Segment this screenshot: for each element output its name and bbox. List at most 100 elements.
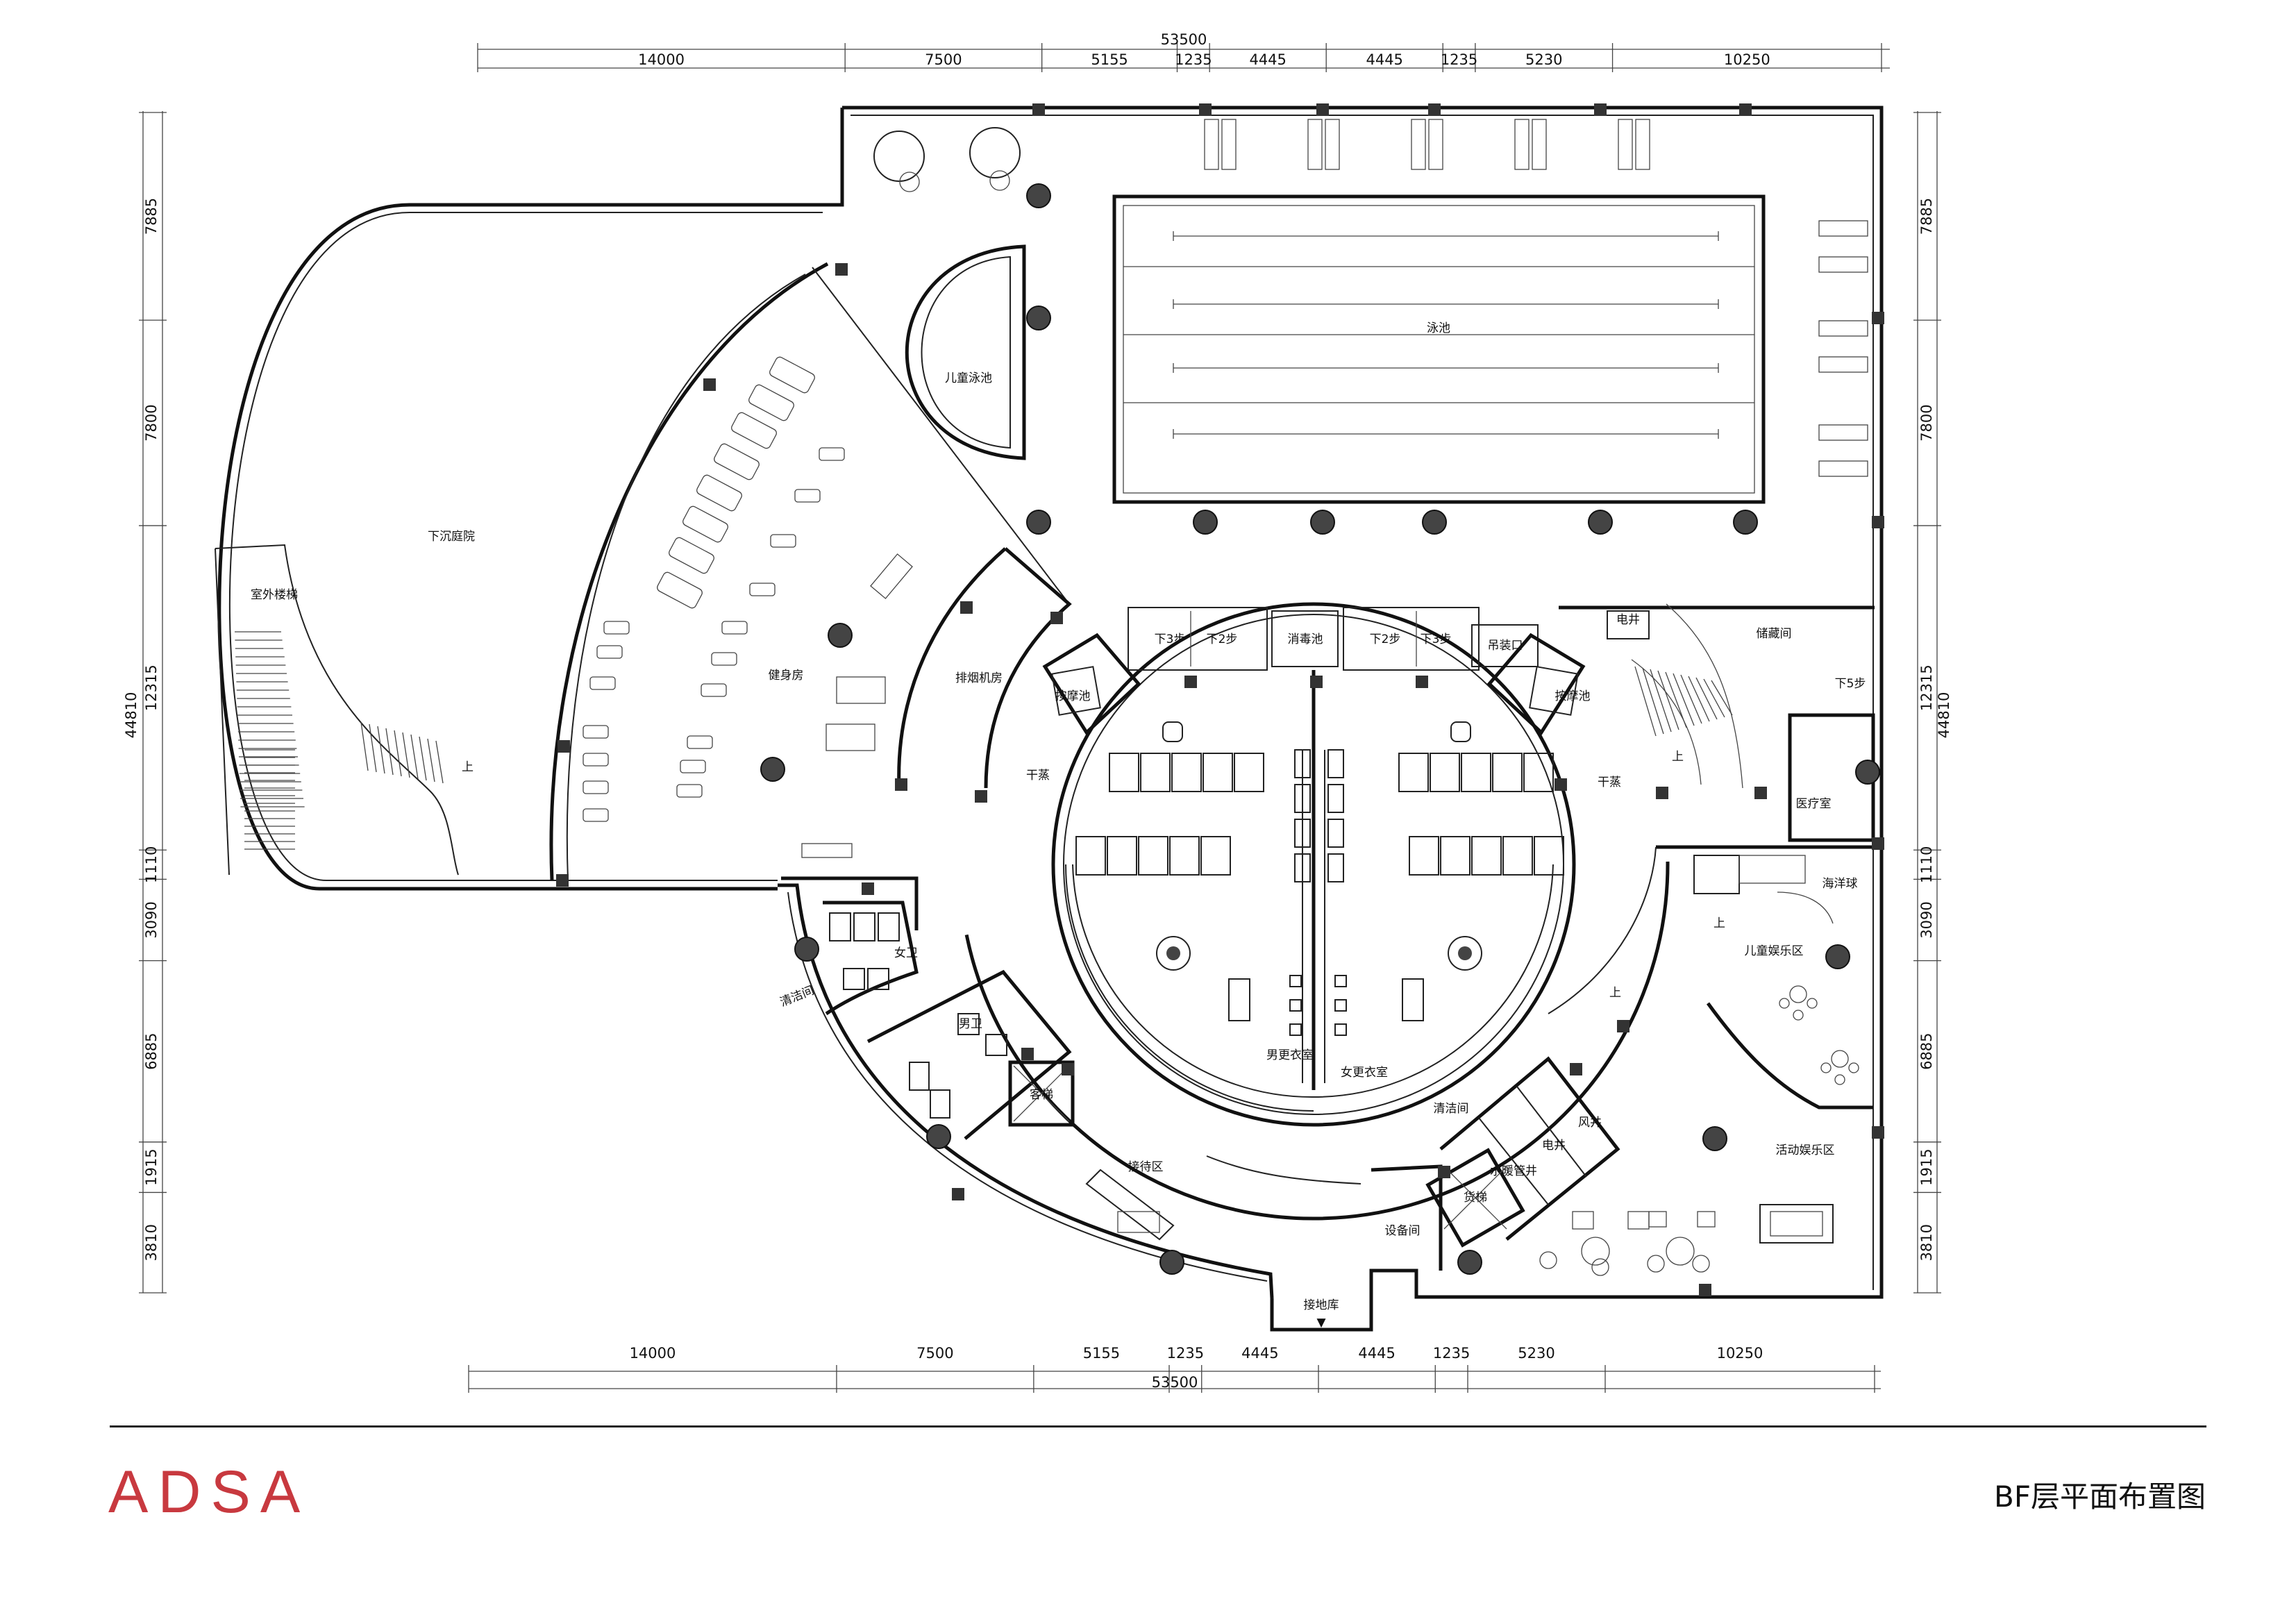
dim-bottom-segment: 5230 bbox=[1518, 1345, 1555, 1362]
label-sunken-courtyard: 下沉庭院 bbox=[428, 530, 475, 544]
label-mens-wc: 男卫 bbox=[959, 1017, 982, 1031]
warehouse: 接地库 ▼ bbox=[1304, 1298, 1339, 1330]
dim-top-segment: 14000 bbox=[638, 51, 685, 68]
label-up-small-2: 上 bbox=[1609, 986, 1621, 1000]
dim-right-segment: 7800 bbox=[1918, 404, 1935, 441]
label-outdoor-stair: 室外楼梯 bbox=[251, 588, 298, 602]
label-kids-play: 儿童娱乐区 bbox=[1745, 944, 1804, 958]
brand-logo: ADSA bbox=[108, 1459, 310, 1525]
dim-right-segment: 3090 bbox=[1918, 901, 1935, 938]
dim-top-segment: 10250 bbox=[1724, 51, 1770, 68]
label-equipment: 设备间 bbox=[1385, 1224, 1421, 1238]
label-activity-area: 活动娱乐区 bbox=[1776, 1144, 1835, 1157]
label-janitor-right: 清洁间 bbox=[1434, 1102, 1469, 1116]
label-air-shaft: 风井 bbox=[1578, 1116, 1602, 1130]
dim-right-segment: 1915 bbox=[1918, 1148, 1935, 1185]
kids-play: 海洋球 儿童娱乐区 上 上 活动娱乐区 bbox=[1539, 845, 1873, 1276]
label-step2-right: 下2步 bbox=[1370, 633, 1401, 646]
label-elevator-right: 货梯 bbox=[1464, 1191, 1487, 1205]
dim-right-segment: 1110 bbox=[1918, 846, 1935, 883]
kids-pool: 儿童泳池 bbox=[905, 244, 1026, 460]
label-mens-locker: 男更衣室 bbox=[1266, 1048, 1314, 1062]
label-step3-left: 下3步 bbox=[1155, 633, 1186, 646]
dim-bottom-segment: 4445 bbox=[1358, 1345, 1395, 1362]
dim-left-segment: 1915 bbox=[143, 1148, 160, 1185]
dim-top-segment: 5230 bbox=[1525, 51, 1562, 68]
dim-left-segment: 6885 bbox=[143, 1032, 160, 1069]
dim-left-segment: 12315 bbox=[143, 664, 160, 711]
dim-right-segment: 6885 bbox=[1918, 1032, 1935, 1069]
exhaust-room: 排烟机房 bbox=[897, 547, 1072, 789]
label-kids-pool: 儿童泳池 bbox=[945, 371, 992, 385]
dim-top-segment: 4445 bbox=[1366, 51, 1402, 68]
dimension-bottom: 53500 14000 7500 5155 1235 4445 4445 1235 5230 1… bbox=[468, 1345, 1881, 1393]
label-elec-shaft: 电井 bbox=[1542, 1139, 1566, 1153]
label-exhaust-room: 排烟机房 bbox=[955, 671, 1003, 685]
dim-bottom-segment: 5155 bbox=[1083, 1345, 1120, 1362]
label-up-left: 上 bbox=[462, 760, 474, 774]
dim-bottom-segment: 14000 bbox=[630, 1345, 676, 1362]
sheet-title: BF层平面布置图 bbox=[1994, 1480, 2206, 1514]
label-up-right: 上 bbox=[1672, 750, 1684, 764]
label-up-small-1: 上 bbox=[1713, 916, 1725, 930]
lounge-chairs bbox=[1204, 119, 1868, 477]
sunken-courtyard: 下沉庭院 室外楼梯 上 bbox=[215, 530, 475, 876]
dim-top-segment: 4445 bbox=[1249, 51, 1286, 68]
label-reception: 接待区 bbox=[1128, 1160, 1164, 1174]
gym-area: 健身房 bbox=[549, 262, 1070, 881]
label-massage-right: 按摩池 bbox=[1555, 689, 1591, 703]
dim-top-segment: 1235 bbox=[1175, 51, 1212, 68]
label-ball-pool: 海洋球 bbox=[1822, 877, 1858, 891]
label-down-marker: ▼ bbox=[1316, 1316, 1326, 1330]
label-dry-sauna-left: 干蒸 bbox=[1026, 769, 1050, 782]
label-pool: 泳池 bbox=[1427, 321, 1450, 335]
ne-service: 电井 储藏间 下5步 上 医疗室 bbox=[1559, 603, 1875, 842]
dim-right-segment: 7885 bbox=[1918, 198, 1935, 235]
dim-left-segment: 3090 bbox=[143, 901, 160, 938]
label-clinic: 医疗室 bbox=[1796, 797, 1832, 811]
se-shafts: 水暖管井 电井 风井 货梯 设备间 bbox=[1371, 1056, 1620, 1271]
label-womens-wc: 女卫 bbox=[894, 946, 918, 960]
swimming-pool: 泳池 bbox=[1112, 194, 1766, 504]
label-step3-right: 下3步 bbox=[1421, 633, 1452, 646]
label-dry-sauna-right: 干蒸 bbox=[1598, 776, 1621, 789]
dim-bottom-segment: 1235 bbox=[1167, 1345, 1204, 1362]
dim-left-segment: 7885 bbox=[143, 198, 160, 235]
dim-bottom-segment: 4445 bbox=[1241, 1345, 1278, 1362]
label-hoist-opening: 吊装口 bbox=[1488, 639, 1523, 653]
label-step5: 下5步 bbox=[1835, 677, 1866, 691]
dim-bottom-segment: 7500 bbox=[916, 1345, 953, 1362]
label-disinfect-pool: 消毒池 bbox=[1288, 633, 1323, 646]
columns bbox=[556, 103, 1884, 1296]
dim-top-total: 53500 bbox=[1161, 31, 1207, 48]
label-elevator-left: 客梯 bbox=[1030, 1088, 1053, 1102]
label-storage: 储藏间 bbox=[1757, 627, 1792, 641]
dim-left-segment: 3810 bbox=[143, 1224, 160, 1261]
dim-bottom-segment: 1235 bbox=[1433, 1345, 1470, 1362]
label-janitor-left: 清洁间 bbox=[778, 984, 816, 1010]
label-step2-left: 下2步 bbox=[1207, 633, 1238, 646]
dim-left-segment: 1110 bbox=[143, 846, 160, 883]
outer-walls bbox=[217, 106, 1884, 1332]
footer-rule bbox=[110, 1425, 2206, 1428]
dimension-left: 44810 7885 7800 12315 1110 3090 6885 1915 3810 bbox=[123, 111, 167, 1294]
massage-pools: 按摩池 干蒸 按摩池 干蒸 bbox=[1026, 633, 1621, 789]
dim-top-segment: 7500 bbox=[925, 51, 962, 68]
spa-ring: 男更衣室 女更衣室 清洁间 bbox=[957, 508, 1670, 1221]
dim-bottom-segment: 10250 bbox=[1717, 1345, 1763, 1362]
dim-bottom-total: 53500 bbox=[1152, 1374, 1198, 1391]
label-massage-left: 按摩池 bbox=[1055, 689, 1091, 703]
reception: 接待区 bbox=[1085, 1155, 1361, 1241]
dim-left-segment: 7800 bbox=[143, 404, 160, 441]
dim-left-total: 44810 bbox=[123, 692, 140, 739]
dim-right-total: 44810 bbox=[1936, 692, 1952, 739]
spa-strip: 下3步 下2步 消毒池 下2步 下3步 吊装口 bbox=[1128, 607, 1539, 671]
label-gym: 健身房 bbox=[769, 669, 804, 683]
label-warehouse: 接地库 bbox=[1304, 1298, 1339, 1312]
sw-restrooms: 女卫 清洁间 男卫 客梯 bbox=[778, 876, 1075, 1140]
dim-right-segment: 3810 bbox=[1918, 1224, 1935, 1261]
dim-right-segment: 12315 bbox=[1918, 664, 1935, 711]
label-womens-locker: 女更衣室 bbox=[1341, 1066, 1388, 1080]
dimension-right: 44810 7885 7800 12315 1110 3090 6885 1915 3810 bbox=[1913, 111, 1952, 1294]
